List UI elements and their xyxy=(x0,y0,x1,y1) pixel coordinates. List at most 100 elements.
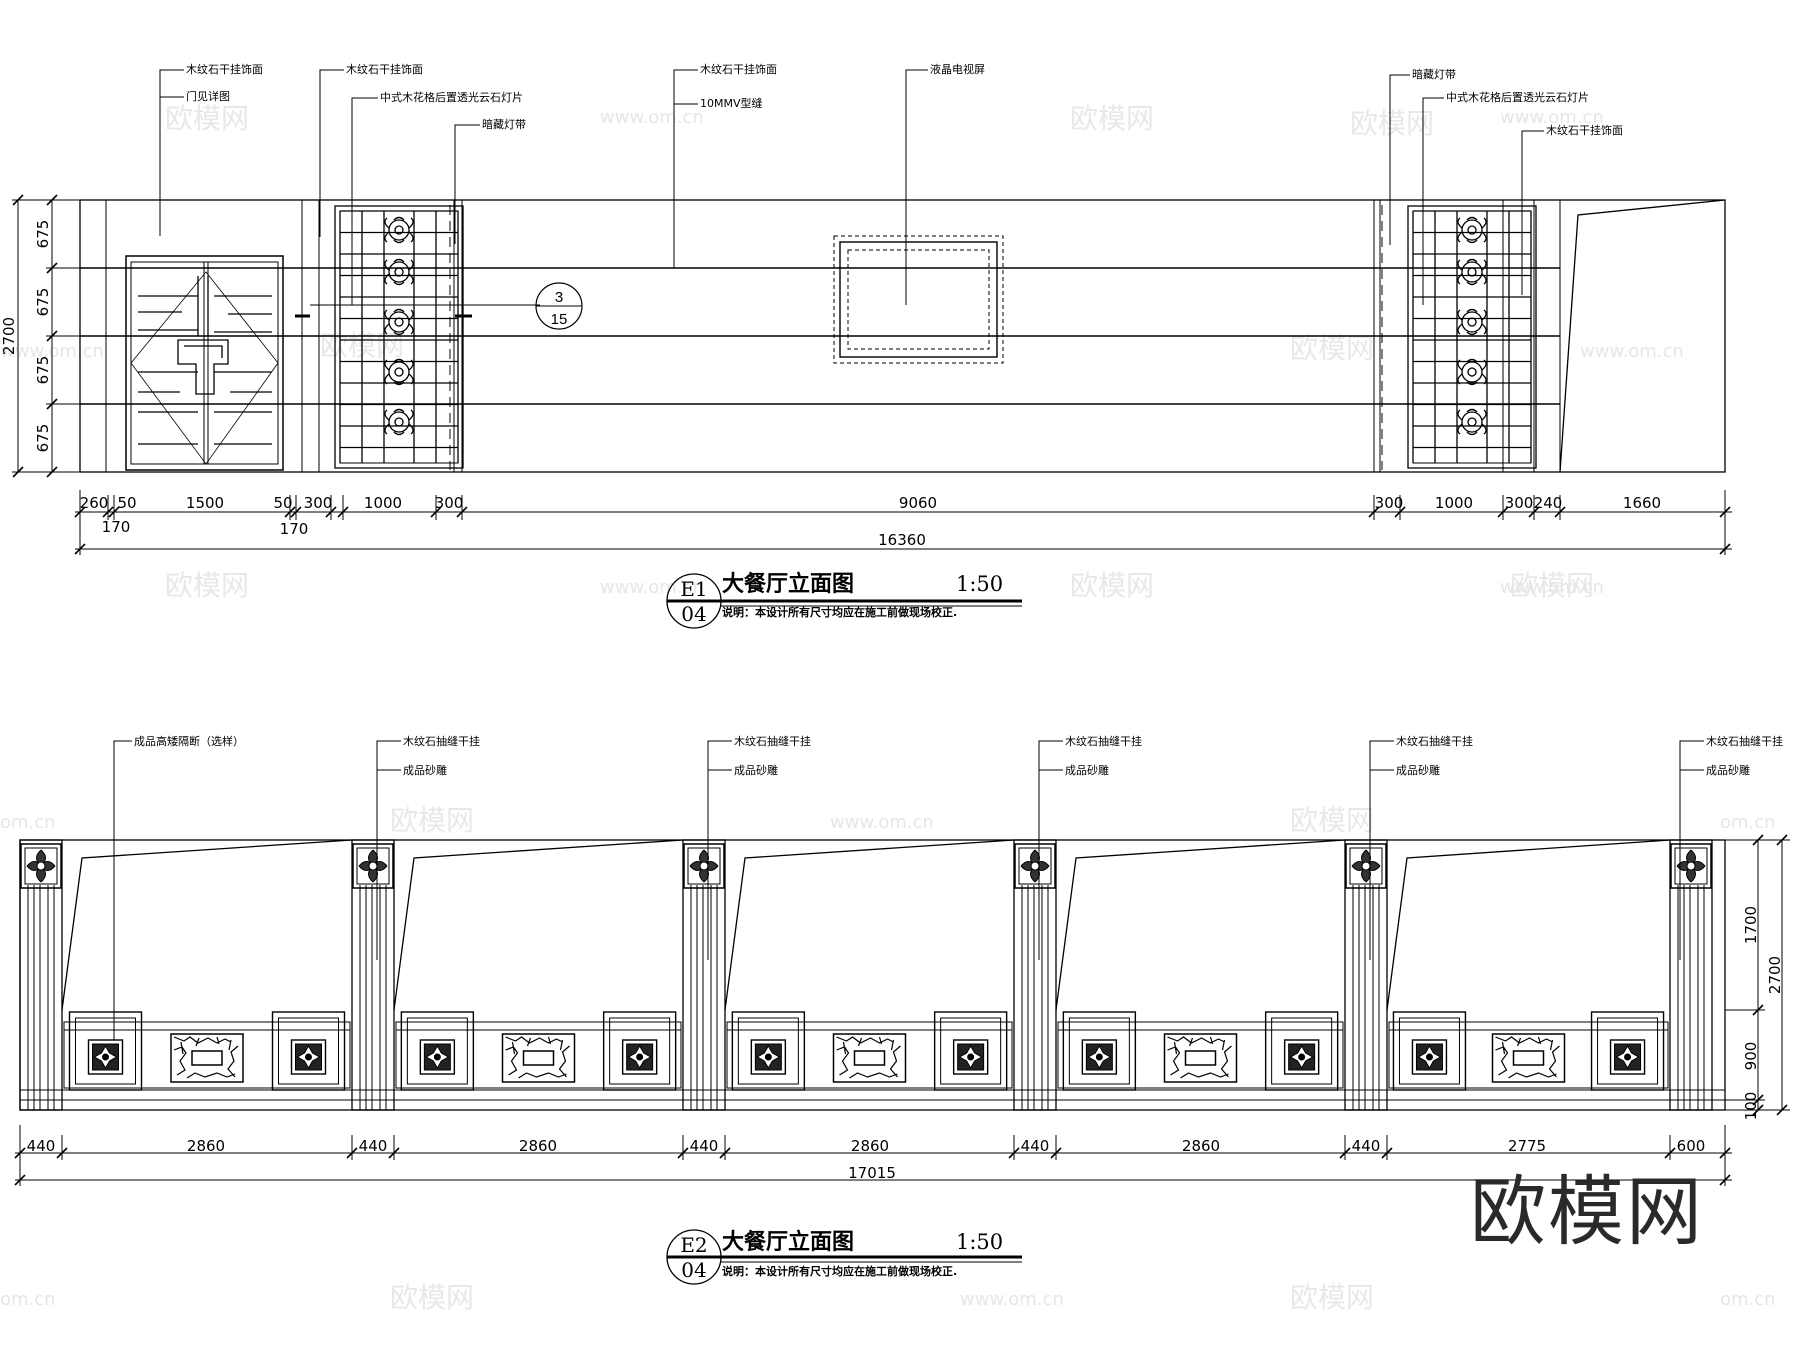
pilaster-capital xyxy=(1670,843,1712,889)
watermark-text: 欧模网 xyxy=(390,1281,474,1314)
e1-hdim-s1: 170 xyxy=(102,518,131,536)
note-e2-carving: 成品砂雕 xyxy=(1706,763,1750,777)
e2-hdim-7: 440 xyxy=(1021,1137,1050,1155)
partition-bay xyxy=(61,839,353,1091)
pilaster xyxy=(1013,839,1057,1111)
e2-hdim-5: 440 xyxy=(690,1137,719,1155)
watermark-url: www.om.cn xyxy=(1580,341,1684,362)
e1-hdim-1: 260 xyxy=(80,494,109,512)
watermark-text: 欧模网 xyxy=(390,804,474,837)
e2-hdim-10: 2775 xyxy=(1508,1137,1546,1155)
elevation-e2: 木纹石抽缝干挂成品砂雕木纹石抽缝干挂成品砂雕木纹石抽缝干挂成品砂雕木纹石抽缝干挂… xyxy=(14,734,1790,1285)
watermark-text: 欧模网 xyxy=(165,102,249,135)
note-e1-c2: 10MMV型缝 xyxy=(700,96,763,110)
e2-hdim-6: 2860 xyxy=(851,1137,889,1155)
e1-hdim-4: 50 xyxy=(273,494,292,512)
lattice-ornament xyxy=(1457,216,1487,244)
watermark-text: 欧模网 xyxy=(1070,102,1154,135)
pilaster-capital xyxy=(1014,843,1056,889)
lattice-frame xyxy=(1407,205,1537,469)
partition-rosette xyxy=(1283,1039,1320,1075)
sand-carving-panel xyxy=(170,1033,244,1083)
lattice-ornament xyxy=(384,258,414,286)
note-e1-a2: 门见详图 xyxy=(186,89,230,103)
lattice-ornament xyxy=(1457,408,1487,436)
e1-hdim-s2: 170 xyxy=(280,520,309,538)
watermark-text: 欧模网 xyxy=(1290,332,1374,365)
sand-carving-panel xyxy=(1163,1033,1238,1083)
e1-hdim-8: 9060 xyxy=(899,494,937,512)
e2-vdim-a: 1700 xyxy=(1742,906,1760,944)
callout-top: 3 xyxy=(555,289,563,306)
e1-hdim-3: 1500 xyxy=(186,494,224,512)
watermark-url: www.om.cn xyxy=(600,577,704,598)
partition-rosette xyxy=(1411,1039,1448,1075)
e1-hdim-2: 50 xyxy=(117,494,136,512)
e1-vdim-c: 675 xyxy=(34,356,52,385)
e1-title-block: E1 04 大餐厅立面图 1:50 说明：本设计所有尺寸均应在施工前做现场校正. xyxy=(666,571,1022,629)
e2-vdim-total: 2700 xyxy=(1766,956,1784,994)
pilaster xyxy=(1344,839,1388,1111)
partition-bay xyxy=(1386,839,1671,1091)
door-panel xyxy=(125,255,284,471)
e1-hdim-total: 16360 xyxy=(878,531,926,549)
watermark-url: www.om.cn xyxy=(1500,577,1604,598)
elevation-e1: 3 15 木纹石干挂饰面 门见详图 木纹石干挂饰面 中式木花格后置透光云石灯片 … xyxy=(0,62,1732,629)
partition-rosette xyxy=(419,1039,456,1075)
lattice-right xyxy=(1407,205,1537,469)
note-e1-e3: 木纹石干挂饰面 xyxy=(1546,123,1623,137)
e2-title-block: E2 04 大餐厅立面图 1:50 说明：本设计所有尺寸均应在施工前做现场校正. xyxy=(666,1229,1022,1285)
partition-rosette xyxy=(952,1039,989,1075)
e2-hdim-3: 440 xyxy=(359,1137,388,1155)
watermark-text: 欧模网 xyxy=(1510,569,1594,602)
watermark-url: om.cn xyxy=(0,1289,56,1310)
note-e2-p1: 成品高矮隔断（选样） xyxy=(134,734,244,748)
note-e1-b1: 木纹石干挂饰面 xyxy=(346,62,423,76)
pilaster xyxy=(351,839,395,1111)
e1-sheet: 04 xyxy=(681,602,706,626)
e2-hdim-8: 2860 xyxy=(1182,1137,1220,1155)
note-e1-e2: 中式木花格后置透光云石灯片 xyxy=(1446,90,1589,104)
e1-vdim-total: 2700 xyxy=(0,317,18,355)
lattice-ornament xyxy=(384,216,414,244)
e1-remark: 说明：本设计所有尺寸均应在施工前做现场校正. xyxy=(722,605,957,619)
e2-title: 大餐厅立面图 xyxy=(722,1229,854,1255)
lattice-inner-frame xyxy=(1412,210,1532,464)
e1-hdim-6: 1000 xyxy=(364,494,402,512)
e1-hdim-9: 300 xyxy=(1375,494,1404,512)
watermark-layer: 欧模网欧模网欧模网欧模网欧模网欧模网欧模网欧模网欧模网欧模网欧模网欧模网www.… xyxy=(0,102,1776,1314)
note-e2-carving: 成品砂雕 xyxy=(1065,763,1109,777)
e1-vdim-a: 675 xyxy=(34,220,52,249)
note-e2-carving: 成品砂雕 xyxy=(403,763,447,777)
lattice-frame xyxy=(334,205,464,469)
e2-hdim-11: 600 xyxy=(1677,1137,1706,1155)
lattice-ornament xyxy=(1457,308,1487,336)
e1-vdim-b: 675 xyxy=(34,288,52,317)
e1-hdim-5: 300 xyxy=(304,494,333,512)
e1-hdim-10: 1000 xyxy=(1435,494,1473,512)
partition-bay xyxy=(1055,839,1346,1091)
watermark-url: om.cn xyxy=(0,812,56,833)
watermark-url: www.om.cn xyxy=(600,107,704,128)
e2-remark: 说明：本设计所有尺寸均应在施工前做现场校正. xyxy=(722,1264,957,1278)
sand-carving-panel xyxy=(501,1033,576,1083)
e2-hdim-1: 440 xyxy=(27,1137,56,1155)
e1-title: 大餐厅立面图 xyxy=(722,571,854,597)
partition-rosette xyxy=(1081,1039,1118,1075)
e1-code: E1 xyxy=(680,577,707,601)
watermark-text: 欧模网 xyxy=(1290,804,1374,837)
note-e1-c1: 木纹石干挂饰面 xyxy=(700,62,777,76)
note-e2-stone: 木纹石抽缝干挂 xyxy=(403,734,480,748)
note-e2-stone: 木纹石抽缝干挂 xyxy=(1706,734,1783,748)
lattice-ornament xyxy=(1457,258,1487,286)
note-e1-b3: 暗藏灯带 xyxy=(482,117,526,131)
lattice-ornament xyxy=(384,408,414,436)
note-e1-b2: 中式木花格后置透光云石灯片 xyxy=(380,90,523,104)
e2-hdim-2: 2860 xyxy=(187,1137,225,1155)
pilaster-capital xyxy=(20,843,62,889)
watermark-text: 欧模网 xyxy=(1290,1281,1374,1314)
e2-hdim-9: 440 xyxy=(1352,1137,1381,1155)
e2-vdim-b: 900 xyxy=(1742,1042,1760,1071)
sand-carving-panel xyxy=(832,1033,907,1083)
watermark-url: om.cn xyxy=(1720,812,1776,833)
